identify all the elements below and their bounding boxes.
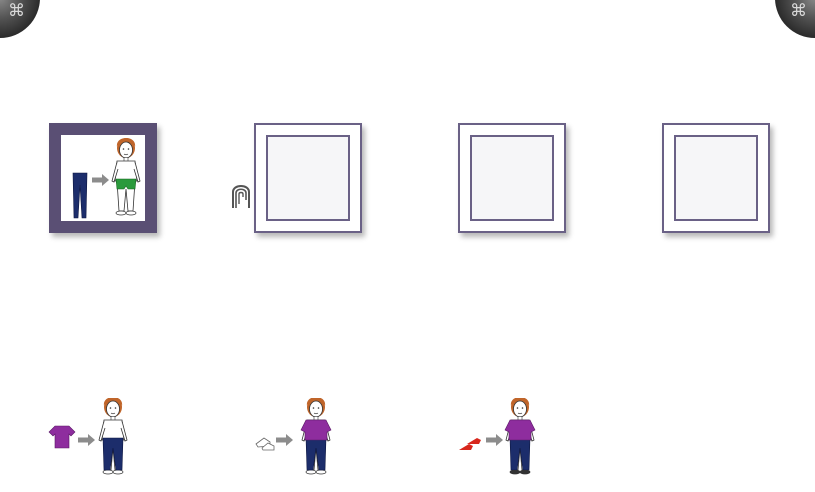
- pants-to-person-picture: [49, 123, 157, 233]
- shirt-to-person-picture: [46, 398, 146, 488]
- red-shoes-icon: [459, 438, 481, 450]
- sequence-slot-3[interactable]: [458, 123, 566, 233]
- corner-menu-button-left[interactable]: ⌘: [0, 0, 42, 40]
- hand-cursor-icon: [229, 180, 255, 210]
- cmd-key-icon: ⌘: [790, 3, 807, 20]
- pants-icon: [73, 173, 87, 218]
- choice-card-red-shoes[interactable]: [457, 398, 557, 488]
- corner-menu-button-right[interactable]: ⌘: [773, 0, 815, 40]
- sequence-slot-4[interactable]: [662, 123, 770, 233]
- choice-card-shoes[interactable]: [253, 398, 353, 488]
- shirt-icon: [49, 426, 75, 448]
- slot-drop-area[interactable]: [470, 135, 554, 221]
- slot-drop-area[interactable]: [266, 135, 350, 221]
- shoes-icon: [256, 438, 274, 450]
- slot-drop-area[interactable]: [674, 135, 758, 221]
- sequence-slot-1[interactable]: [49, 123, 157, 233]
- sequence-slot-2[interactable]: [254, 123, 362, 233]
- cmd-key-icon: ⌘: [8, 3, 25, 20]
- red-shoes-to-person-picture: [457, 398, 557, 488]
- shoes-to-person-picture: [253, 398, 353, 488]
- choice-card-shirt[interactable]: [46, 398, 146, 488]
